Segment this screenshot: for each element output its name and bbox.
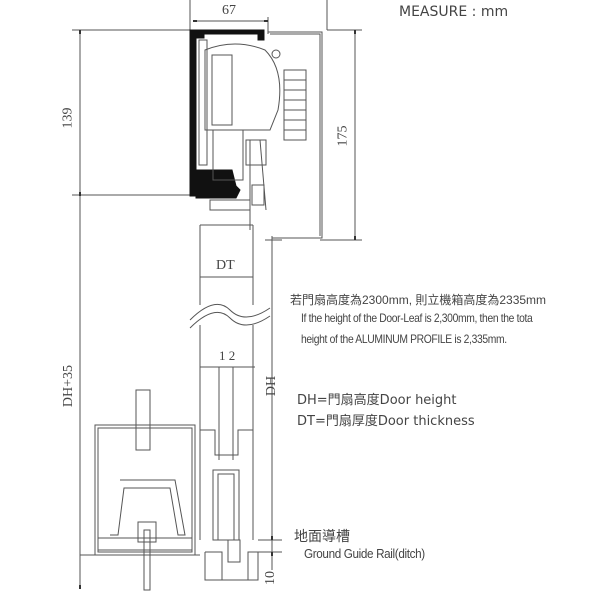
dimension-total-height: DH+35 bbox=[61, 364, 77, 408]
measure-unit-label: MEASURE : mm bbox=[399, 4, 509, 20]
legend-door-thickness: DT=門扇厚度Door thickness bbox=[297, 414, 475, 429]
legend-door-height: DH=門扇高度Door height bbox=[297, 393, 457, 408]
note-english-line2: height of the ALUMINUM PROFILE is 2,335m… bbox=[301, 332, 507, 346]
note-chinese: 若門扇高度為2300mm, 則立機箱高度為2335mm bbox=[290, 293, 547, 307]
dimension-door-height: DH bbox=[264, 375, 280, 397]
dimension-groove-12: 1 2 bbox=[219, 348, 236, 363]
dimension-width-67: 67 bbox=[222, 3, 236, 18]
callout-ground-rail-cn: 地面導槽 bbox=[294, 528, 350, 544]
dimension-height-139: 139 bbox=[60, 107, 76, 129]
dimension-door-thickness: DT bbox=[216, 258, 235, 273]
callout-ground-rail-en: Ground Guide Rail(ditch) bbox=[304, 546, 425, 561]
dimension-ground-gap-10: 10 bbox=[263, 571, 278, 585]
dimension-height-175: 175 bbox=[335, 125, 351, 147]
note-english-line1: If the height of the Door-Leaf is 2,300m… bbox=[301, 311, 533, 325]
